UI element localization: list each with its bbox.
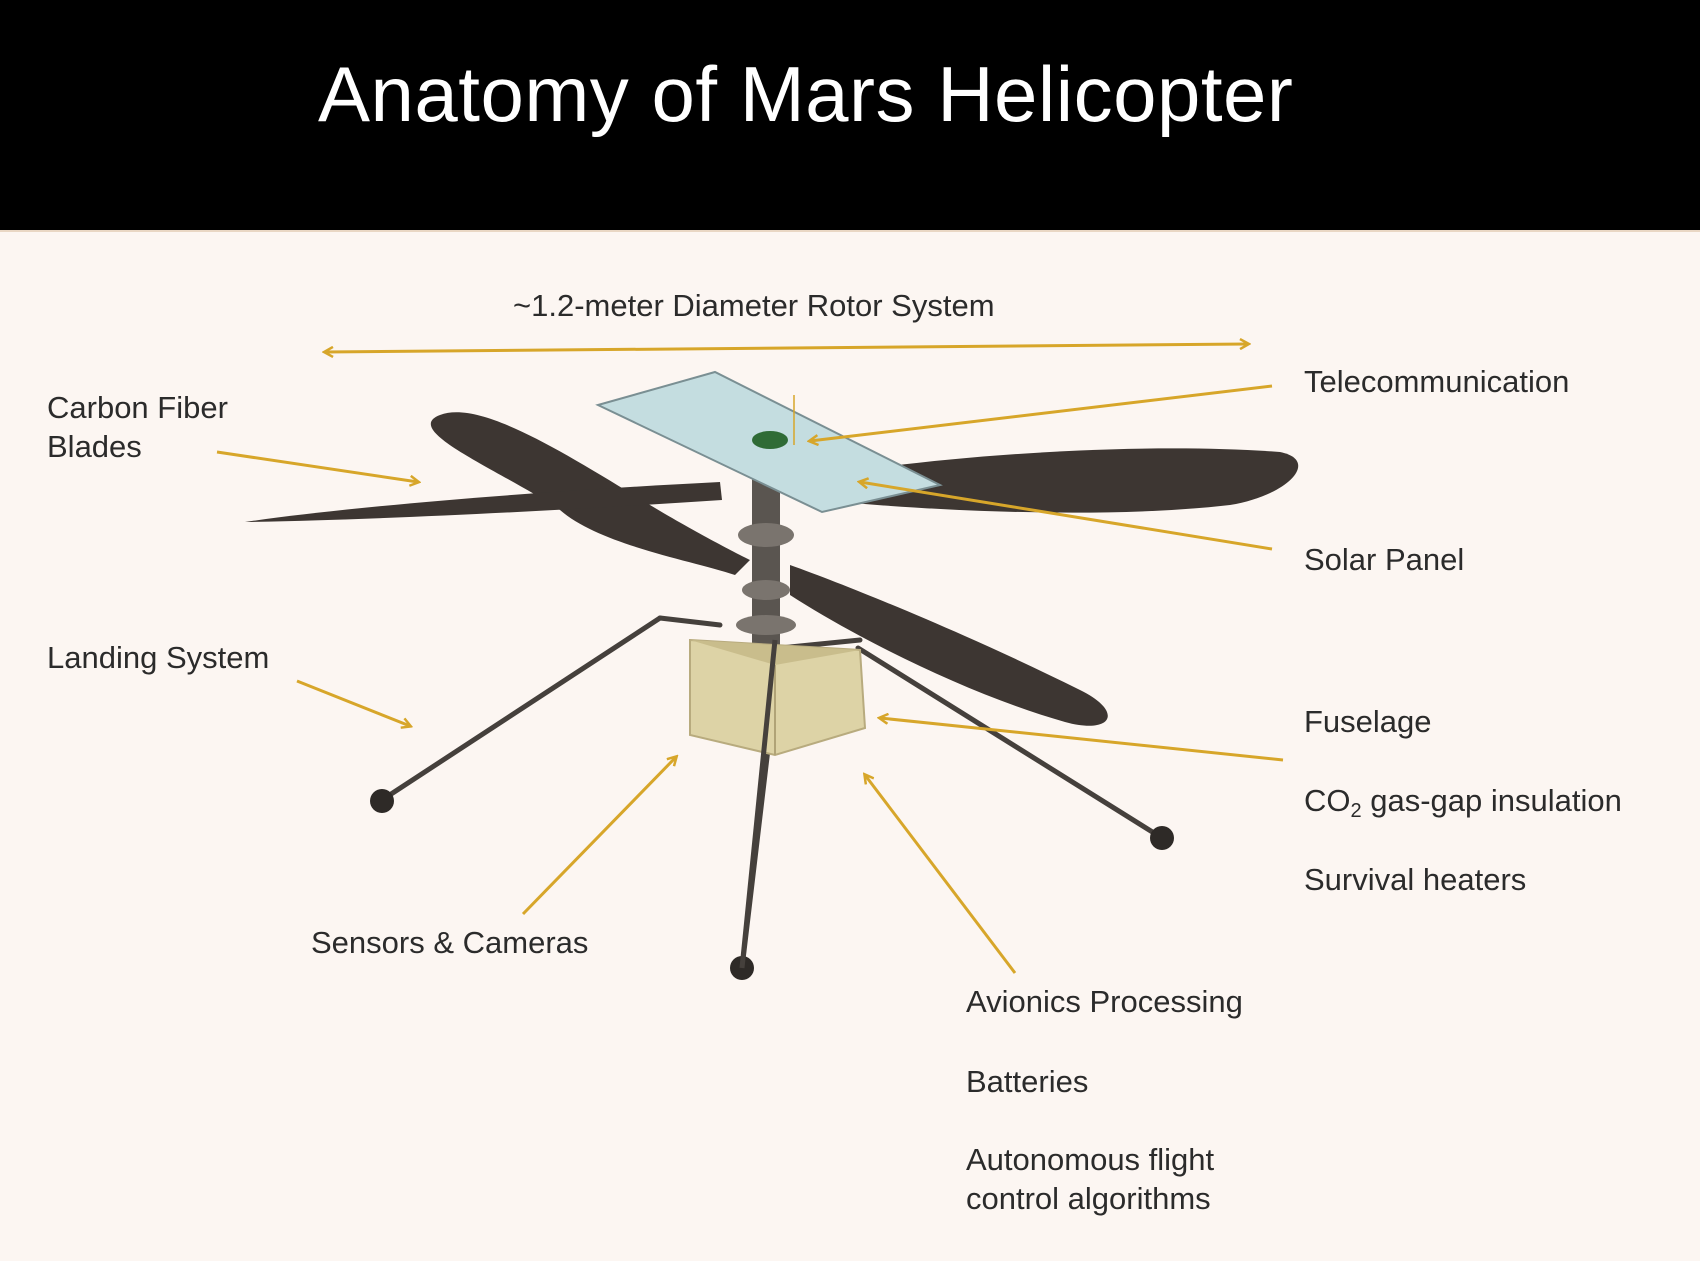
batteries-label: Batteries [966,1062,1088,1101]
arrow-telecom [810,384,1273,441]
rotor-diameter-arrow [325,344,1248,352]
solar-panel-label: Solar Panel [1304,540,1464,579]
autonomous-flight-label: Autonomous flight control algorithms [966,1140,1214,1218]
fuselage-label: Fuselage [1304,702,1432,741]
blades-line-2: Blades [47,429,142,464]
autonomous-line-1: Autonomous flight [966,1142,1215,1177]
avionics-processing-label: Avionics Processing [966,982,1243,1021]
arrow-blades [216,450,418,482]
avionics-text: Avionics Processing [966,984,1243,1019]
survival-heaters-label: Survival heaters [1304,860,1526,899]
upper-blade-left [245,482,722,522]
rotor-system-text: ~1.2-meter Diameter Rotor System [513,288,995,323]
sensors-cameras-label: Sensors & Cameras [311,923,588,962]
sensors-text: Sensors & Cameras [311,925,589,960]
arrow-solar [860,482,1273,551]
title-bar: Anatomy of Mars Helicopter [0,0,1700,232]
page-title: Anatomy of Mars Helicopter [318,50,1294,138]
arrow-avionics [865,775,1017,974]
lower-blade-right [790,565,1108,726]
arrow-fuselage [880,718,1284,762]
telecom-text: Telecommunication [1304,364,1570,399]
blades-line-1: Carbon Fiber [47,390,228,425]
callout-arrows [216,384,1284,974]
fuselage-body [689,638,867,757]
solar-text: Solar Panel [1304,542,1465,577]
telecommunication-label: Telecommunication [1304,362,1569,401]
batteries-text: Batteries [966,1064,1089,1099]
co2-insulation-label: CO2 gas-gap insulation [1304,781,1622,831]
upper-blade-right [800,448,1299,513]
fuselage-text: Fuselage [1304,704,1432,739]
co2-prefix: CO [1304,783,1351,818]
landing-system-label: Landing System [47,638,269,677]
co2-suffix: gas-gap insulation [1361,783,1622,818]
mast-hardware [736,523,796,635]
autonomous-line-2: control algorithms [966,1181,1211,1216]
arrow-landing [296,679,410,726]
co2-subscript: 2 [1350,800,1362,822]
heaters-text: Survival heaters [1304,862,1527,897]
landing-text: Landing System [47,640,270,675]
rotor-system-label: ~1.2-meter Diameter Rotor System [513,286,995,325]
telecom-antenna [752,431,788,449]
carbon-fiber-blades-label: Carbon Fiber Blades [47,388,228,466]
arrow-sensors [521,757,676,916]
